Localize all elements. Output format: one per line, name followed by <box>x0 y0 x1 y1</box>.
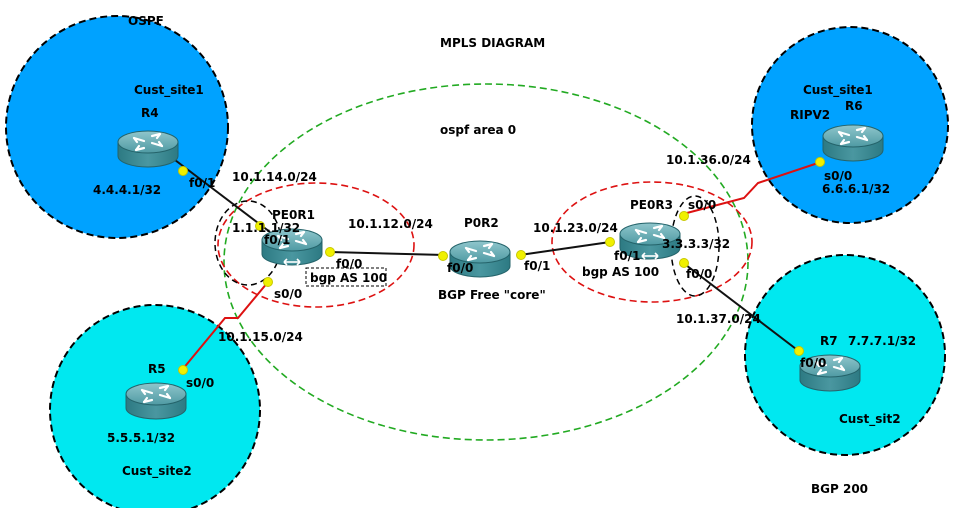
link-pe3-r6 <box>682 161 822 215</box>
port-dot-pe3-f01 <box>605 237 615 247</box>
port-dot-p2-f01 <box>516 250 526 260</box>
pe1-loopback: 1.1.1.1/32 <box>232 221 300 235</box>
link-pe1-p2 <box>329 251 446 256</box>
r7-site-name: Cust_sit2 <box>839 412 901 427</box>
subnet-p2-pe3: 10.1.23.0/24 <box>533 221 618 235</box>
pe3-ellipse <box>551 181 753 303</box>
core-label: BGP Free "core" <box>438 288 546 302</box>
r4-port-label: f0/1 <box>189 176 215 190</box>
area-label: ospf area 0 <box>440 123 516 137</box>
bgp200-label: BGP 200 <box>811 482 868 496</box>
pe1-bgp-label: bgp AS 100 <box>310 271 387 285</box>
r6-port-label: s0/0 <box>824 169 852 183</box>
pe1-port-f00: f0/0 <box>336 257 362 271</box>
port-dot-r4 <box>178 166 188 176</box>
port-dot-pe1-f01 <box>255 221 265 231</box>
pe1-port-s00: s0/0 <box>274 287 302 301</box>
pe3-port-s00: s0/0 <box>688 198 716 212</box>
subnet-r4-pe1: 10.1.14.0/24 <box>232 170 317 184</box>
ospf-protocol-label: OSPF <box>128 14 164 28</box>
subnet-pe1-p2: 10.1.12.0/24 <box>348 217 433 231</box>
pe1-name: PE0R1 <box>272 208 315 222</box>
r4-router-name: R4 <box>141 106 159 120</box>
port-dot-p2-f00 <box>438 251 448 261</box>
pe3-name: PE0R3 <box>630 198 673 212</box>
core-ellipse <box>223 83 749 441</box>
port-dot-r6 <box>815 157 825 167</box>
pe1-port-f01: f0/1 <box>264 233 290 247</box>
pe3-port-f00: f0/0 <box>686 267 712 281</box>
subnet-pe1-r5: 10.1.15.0/24 <box>218 330 303 344</box>
link-r4-pe1 <box>174 159 271 233</box>
diagram-title: MPLS DIAGRAM <box>440 36 545 50</box>
pe1-bgp-box <box>305 267 387 287</box>
pe3-vrf-ellipse <box>670 195 720 297</box>
pe1-ellipse <box>217 182 415 308</box>
site-circle-r7 <box>744 254 946 456</box>
r5-loopback: 5.5.5.1/32 <box>107 431 175 445</box>
r5-port-label: s0/0 <box>186 376 214 390</box>
p2-port-f00: f0/0 <box>447 261 473 275</box>
subnet-pe3-r7: 10.1.37.0/24 <box>676 312 761 326</box>
r5-site-name: Cust_site2 <box>122 464 192 479</box>
r5-router-name: R5 <box>148 362 166 376</box>
r6-site-name: Cust_site1 <box>803 83 873 98</box>
site-circle-r4 <box>5 15 229 239</box>
port-dot-pe1-s00 <box>263 277 273 287</box>
link-pe3-r7 <box>681 261 801 353</box>
r7-port-label: f0/0 <box>800 356 826 370</box>
r7-router-name: R7 <box>820 334 838 348</box>
link-pe1-r5 <box>181 281 269 371</box>
r7-loopback: 7.7.7.1/32 <box>848 334 916 348</box>
subnet-pe3-r6: 10.1.36.0/24 <box>666 153 751 167</box>
p2-name: P0R2 <box>464 216 499 230</box>
pe3-port-f01: f0/1 <box>614 249 640 263</box>
pe3-loopback: 3.3.3.3/32 <box>662 237 730 251</box>
r4-loopback: 4.4.4.1/32 <box>93 183 161 197</box>
router-r4[interactable] <box>116 129 180 169</box>
router-r6[interactable] <box>821 123 885 163</box>
port-dot-r7 <box>794 346 804 356</box>
r6-loopback: 6.6.6.1/32 <box>822 182 890 196</box>
port-dot-r5 <box>178 365 188 375</box>
r6-protocol: RIPV2 <box>790 108 830 122</box>
port-dot-pe3-s00 <box>679 211 689 221</box>
port-dot-pe3-f00 <box>679 258 689 268</box>
pe3-bgp-label: bgp AS 100 <box>582 265 659 279</box>
r6-router-name: R6 <box>845 99 863 113</box>
router-r5[interactable] <box>124 381 188 421</box>
p2-port-f01: f0/1 <box>524 259 550 273</box>
link-p2-pe3 <box>519 241 611 256</box>
port-dot-pe1-f00 <box>325 247 335 257</box>
r4-site-name: Cust_site1 <box>134 83 204 98</box>
